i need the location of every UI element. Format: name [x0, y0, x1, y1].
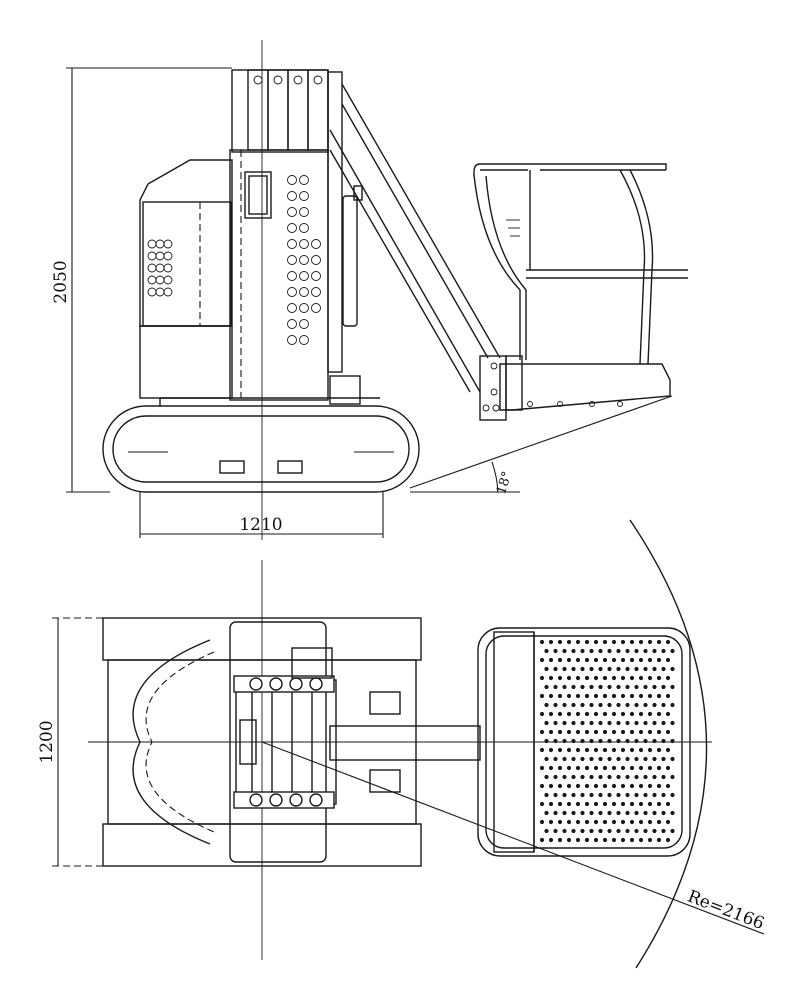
boom-top — [329, 725, 481, 761]
overall-width-label: 1200 — [37, 720, 57, 763]
turning-radius: Re=2166 — [261, 519, 767, 969]
perforated-floor — [539, 639, 675, 843]
boom-arm — [329, 83, 501, 405]
track-width-dimension: 1210 — [139, 492, 384, 538]
tilt-angle-label: 18° — [494, 470, 515, 497]
vent-pattern-mast — [287, 175, 321, 345]
turning-radius-label: Re=2166 — [685, 887, 767, 934]
vent-pattern-left — [147, 239, 173, 297]
top-view: 1200 — [37, 519, 767, 969]
platform-top — [477, 627, 691, 857]
chassis-top — [107, 659, 417, 825]
platform-basket — [473, 163, 688, 421]
chassis-body — [139, 149, 329, 401]
height-label: 2050 — [51, 260, 71, 303]
overall-width-dimension: 1200 — [37, 617, 110, 867]
height-dimension: 2050 — [51, 67, 232, 493]
side-view: 2050 — [51, 40, 688, 540]
telescopic-mast — [231, 69, 343, 373]
track-width-label: 1210 — [239, 515, 282, 535]
turntable-body — [229, 621, 327, 863]
tilt-angle-indicator: 18° — [409, 395, 673, 497]
turret-outline — [132, 639, 211, 845]
crawler-track — [102, 397, 420, 493]
